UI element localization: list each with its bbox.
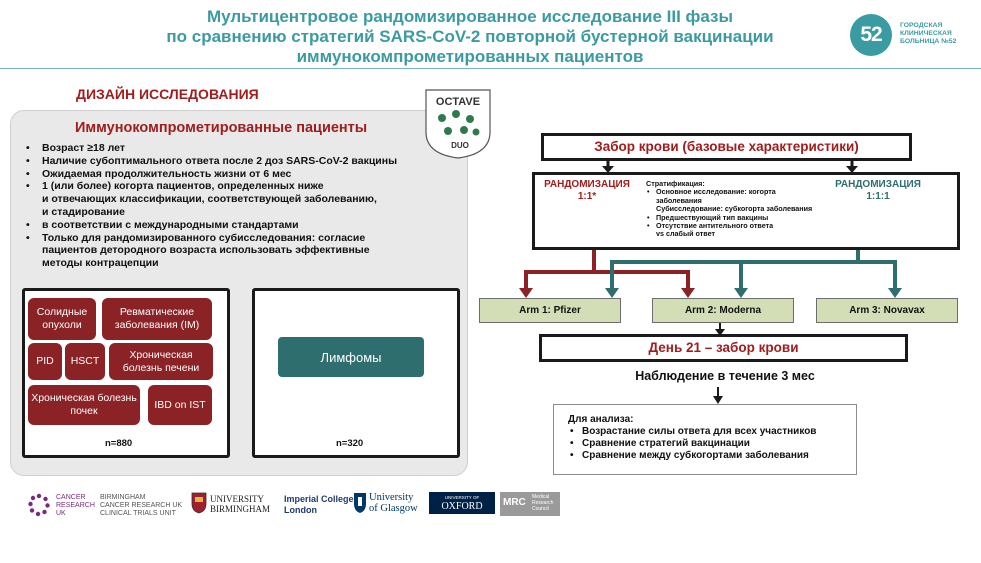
stratification-item: Основное исследование: когорта — [646, 187, 826, 197]
criteria-item: Ожидаемая продолжительность жизни от 6 м… — [26, 168, 456, 181]
randomization-left: РАНДОМИЗАЦИЯ 1:1* — [538, 179, 636, 203]
glasgow-line: of Glasgow — [369, 503, 418, 514]
cohort-liver: Хроническая болезнь печени — [109, 343, 213, 380]
criteria-item: и отвечающих классификации, соответствую… — [42, 193, 377, 206]
partner-logos: CANCER RESEARCH UK BIRMINGHAM CANCER RES… — [26, 490, 566, 520]
inclusion-criteria: Возраст ≥18 лет Наличие субоптимального … — [26, 142, 456, 270]
randomization-box — [532, 172, 960, 250]
red-branch-arm2 — [594, 270, 690, 292]
cruk-line: CANCER — [56, 494, 86, 501]
mrc-name: MRC — [503, 497, 526, 508]
hospital-name: ГОРОДСКАЯ КЛИНИЧЕСКАЯ БОЛЬНИЦА №52 — [900, 22, 956, 46]
criteria-item: Наличие субоптимального ответа после 2 д… — [26, 155, 456, 168]
analysis-item: Возрастание силы ответа для всех участни… — [568, 426, 856, 438]
title-line-3: иммунокомпрометированных пациентов — [296, 47, 644, 66]
baseline-blood-box: Забор крови (базовые характеристики) — [541, 133, 912, 161]
bctu-line: CANCER RESEARCH UK — [100, 502, 183, 509]
glasgow-crest-icon — [353, 492, 367, 514]
stratification-item: Предшествующий тип вакцины — [646, 213, 826, 223]
criteria-item: 1 (или более) когорта пациентов, определ… — [26, 180, 456, 193]
glasgow-logo: University of Glasgow — [369, 492, 418, 514]
mrc-text: Medical Research Council — [532, 494, 553, 512]
stratification-item: заболевания — [656, 195, 702, 205]
analysis-item: Сравнение между субкогортами заболевания — [568, 450, 856, 462]
slide-title: Мультицентровое рандомизированное исслед… — [110, 7, 830, 67]
patients-title: Иммунокомпрометированные пациенты — [75, 120, 368, 136]
arm-pfizer: Arm 1: Pfizer — [479, 298, 621, 323]
stratification-title: Стратификация: — [646, 179, 705, 188]
hospital-logo: 52 — [850, 14, 892, 56]
teal-branch-arm1 — [610, 250, 860, 292]
mrc-text-line: Research — [532, 500, 554, 506]
cruk-line: RESEARCH — [56, 502, 95, 509]
glasgow-line: University — [369, 492, 414, 503]
criteria-item: методы контрацепции — [42, 257, 159, 270]
criteria-item: и стадирование — [42, 205, 125, 218]
stratification: Стратификация: Основное исследование: ко… — [646, 179, 826, 239]
teal-branch-arm3 — [858, 260, 897, 292]
stratification-item: Отсутствие антительного ответа — [646, 221, 826, 231]
bctu-line: BIRMINGHAM — [100, 494, 146, 501]
criteria-item: пациентов детородного возраста использов… — [42, 244, 370, 257]
hospital-logo-text: 52 — [860, 23, 882, 46]
arm-moderna: Arm 2: Moderna — [652, 298, 794, 323]
cohort-ibd: IBD on IST — [148, 385, 212, 425]
octave-duo-logo: OCTAVE DUO — [425, 89, 491, 159]
criteria-item: Возраст ≥18 лет — [26, 142, 456, 155]
arm-novavax: Arm 3: Novavax — [816, 298, 958, 323]
hospital-name-line: ГОРОДСКАЯ — [900, 22, 943, 29]
cruk-logo: CANCER RESEARCH UK — [56, 494, 95, 518]
observation-text: Наблюдение в течение 3 мес — [635, 369, 815, 383]
birmingham-line: UNIVERSITY — [210, 494, 264, 504]
analysis-item: Сравнение стратегий вакцинации — [568, 438, 856, 450]
birmingham-logo: UNIVERSITY BIRMINGHAM — [210, 494, 270, 514]
stratification-item: Субисследование: субкогорта заболевания — [656, 204, 813, 214]
cruk-line: UK — [56, 510, 66, 517]
title-line-2: по сравнению стратегий SARS-CoV-2 повтор… — [166, 27, 774, 46]
mrc-text-line: Council — [532, 506, 549, 512]
cohort-hsct: HSCT — [65, 343, 105, 380]
mrc-text-line: Medical — [532, 494, 550, 500]
cohort-rheumatic: Ревматические заболевания (IM) — [102, 298, 212, 340]
criteria-item: Только для рандомизированного субисследо… — [26, 232, 456, 245]
day21-box: День 21 – забор крови — [539, 334, 908, 362]
randomization-left-label: РАНДОМИЗАЦИЯ — [544, 179, 630, 190]
oxford-small: UNIVERSITY OF — [444, 495, 480, 500]
stratification-item: vs слабый ответ — [656, 229, 716, 239]
oxford-logo: UNIVERSITY OF OXFORD — [429, 492, 495, 514]
criteria-item: в соответствии с международными стандарт… — [26, 219, 456, 232]
octave-logo-top: OCTAVE — [436, 96, 480, 108]
hospital-name-line: КЛИНИЧЕСКАЯ — [900, 30, 952, 37]
imperial-line: Imperial College — [284, 494, 354, 504]
oxford-name: OXFORD — [441, 501, 483, 512]
hospital-name-line: БОЛЬНИЦА №52 — [900, 38, 957, 45]
title-line-1: Мультицентровое рандомизированное исслед… — [206, 7, 734, 26]
cohort-kidney: Хроническая болезнь почек — [28, 385, 140, 425]
bctu-line: CLINICAL TRIALS UNIT — [100, 510, 176, 517]
randomization-right-label: РАНДОМИЗАЦИЯ — [835, 179, 921, 190]
randomization-right-ratio: 1:1:1 — [866, 191, 890, 202]
octave-logo-bottom: DUO — [451, 141, 469, 150]
cruk-icon — [26, 492, 52, 518]
randomization-right: РАНДОМИЗАЦИЯ 1:1:1 — [830, 179, 926, 203]
design-title: ДИЗАЙН ИССЛЕДОВАНИЯ — [76, 86, 259, 102]
analysis-title: Для анализа: — [568, 414, 634, 425]
imperial-line: London — [284, 505, 317, 515]
randomization-left-ratio: 1:1* — [577, 191, 597, 202]
cohort-group-2-n: n=320 — [336, 438, 364, 449]
birmingham-line: BIRMINGHAM — [210, 504, 271, 514]
cohort-pid: PID — [28, 343, 62, 380]
mrc-logo: MRC Medical Research Council — [500, 492, 560, 516]
analysis-box: Для анализа: Возрастание силы ответа для… — [553, 404, 857, 475]
bctu-logo: BIRMINGHAM CANCER RESEARCH UK CLINICAL T… — [100, 494, 182, 518]
red-branch-arm1 — [524, 250, 596, 292]
birmingham-crest-icon — [191, 492, 207, 514]
cohort-group-1-n: n=880 — [105, 438, 133, 449]
header-divider — [0, 68, 981, 69]
cohort-lymphoma: Лимфомы — [278, 337, 424, 377]
cohort-solid-tumors: Солидные опухоли — [28, 298, 96, 340]
imperial-logo: Imperial College London — [284, 494, 354, 516]
